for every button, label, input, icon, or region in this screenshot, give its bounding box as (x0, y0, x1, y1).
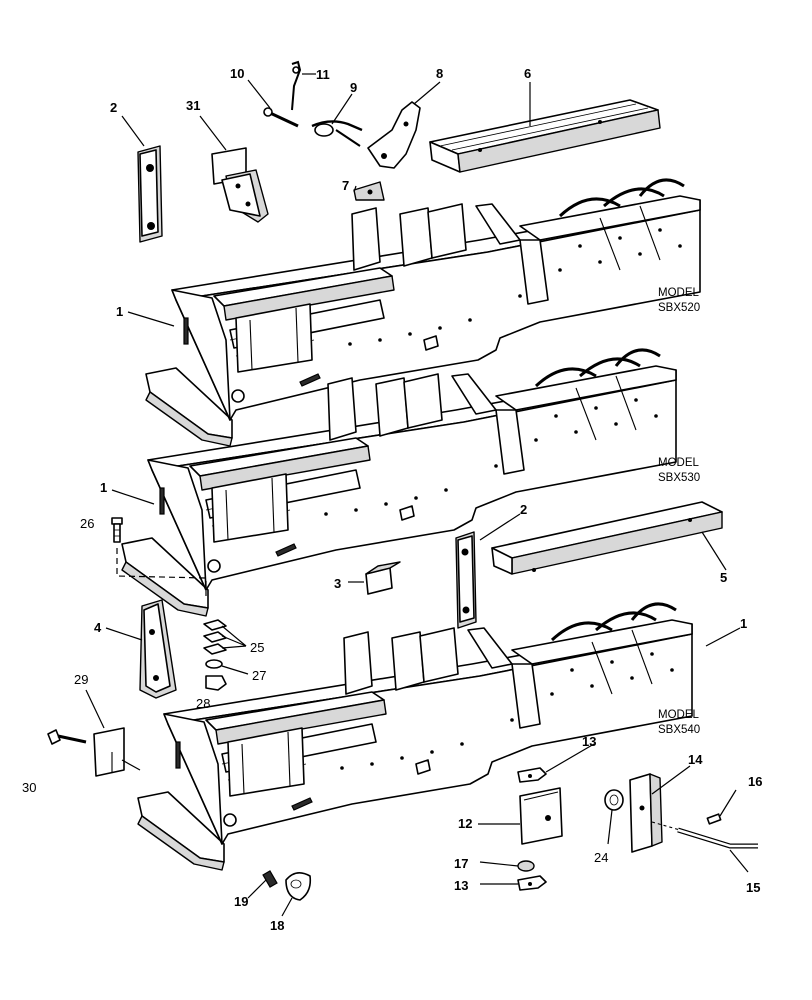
callout-10: 10 (230, 66, 244, 81)
part-2-bracket-top (137, 145, 163, 243)
callout-30: 30 (22, 780, 36, 795)
model-label-line1: MODEL (658, 287, 700, 299)
callout-5: 5 (720, 570, 727, 585)
part-15-handle (651, 821, 758, 849)
callout-13-upper: 13 (582, 734, 596, 749)
model-label-line2: SBX520 (658, 302, 700, 314)
part-14-bracket (629, 773, 663, 853)
callout-18: 18 (270, 918, 284, 933)
callout-7: 7 (342, 178, 349, 193)
part-27-washer (205, 659, 223, 669)
callout-11: 11 (316, 67, 330, 82)
callout-27: 27 (252, 668, 266, 683)
callout-labels: 2 31 10 11 9 8 6 7 1 1 2 3 5 4 26 25 27 … (22, 66, 762, 933)
callout-13-lower: 13 (454, 878, 468, 893)
part-4-bracket (139, 599, 177, 699)
callout-26: 26 (80, 516, 94, 531)
part-25-shims (203, 619, 227, 655)
model-label-sbx520: MODEL SBX520 (658, 287, 700, 314)
part-3-cap (365, 561, 401, 595)
callout-29: 29 (74, 672, 88, 687)
model-label-line2: SBX540 (658, 724, 700, 736)
part-8-lever (367, 101, 421, 169)
model-label-line2: SBX530 (658, 472, 700, 484)
callout-12: 12 (458, 816, 472, 831)
part-30-bolt (47, 729, 87, 745)
part-17-nut (517, 860, 535, 872)
callout-25: 25 (250, 640, 264, 655)
leader-lines (85, 73, 749, 917)
part-13-clip-upper (517, 767, 547, 783)
callout-1-sbx520: 1 (116, 304, 123, 319)
model-label-line1: MODEL (658, 457, 700, 469)
callout-6: 6 (524, 66, 531, 81)
part-9-rod (311, 120, 363, 147)
part-10-pin (263, 107, 299, 128)
part-18-knob (285, 872, 312, 901)
callout-9: 9 (350, 80, 357, 95)
callout-1-sbx540: 1 (740, 616, 747, 631)
model-label-line1: MODEL (658, 709, 700, 721)
part-2-bracket-middle (455, 531, 477, 629)
callout-28: 28 (196, 696, 210, 711)
part-13-clip-lower (517, 875, 547, 891)
callout-4: 4 (94, 620, 102, 635)
callout-19: 19 (234, 894, 248, 909)
part-5-channel (491, 501, 723, 575)
part-31-plates (211, 147, 269, 223)
part-26-bolt (111, 517, 123, 543)
part-19-bolt (262, 870, 278, 888)
callout-1-sbx530: 1 (100, 480, 107, 495)
part-26-install-path (116, 548, 207, 596)
callout-15: 15 (746, 880, 760, 895)
part-24-nut (604, 789, 624, 811)
model-label-sbx540: MODEL SBX540 (658, 709, 700, 736)
part-16-pin (706, 813, 722, 825)
callout-24: 24 (594, 850, 608, 865)
callout-8: 8 (436, 66, 443, 81)
part-7-plate (353, 181, 385, 201)
callout-14: 14 (688, 752, 703, 767)
frame-model-sbx530 (120, 348, 678, 618)
part-28-nut (205, 675, 227, 691)
callout-3: 3 (334, 576, 341, 591)
part-6-channel (429, 99, 661, 173)
part-29-bracket (93, 727, 125, 777)
callout-16: 16 (748, 774, 762, 789)
frame-model-sbx540 (136, 602, 694, 872)
part-11-clip (291, 60, 302, 111)
callout-17: 17 (454, 856, 468, 871)
callout-2-middle: 2 (520, 502, 527, 517)
callout-31: 31 (186, 98, 200, 113)
model-label-sbx530: MODEL SBX530 (658, 457, 700, 484)
callout-2-top: 2 (110, 100, 117, 115)
part-12-plate (519, 787, 563, 845)
part-30-install-line (121, 759, 141, 771)
